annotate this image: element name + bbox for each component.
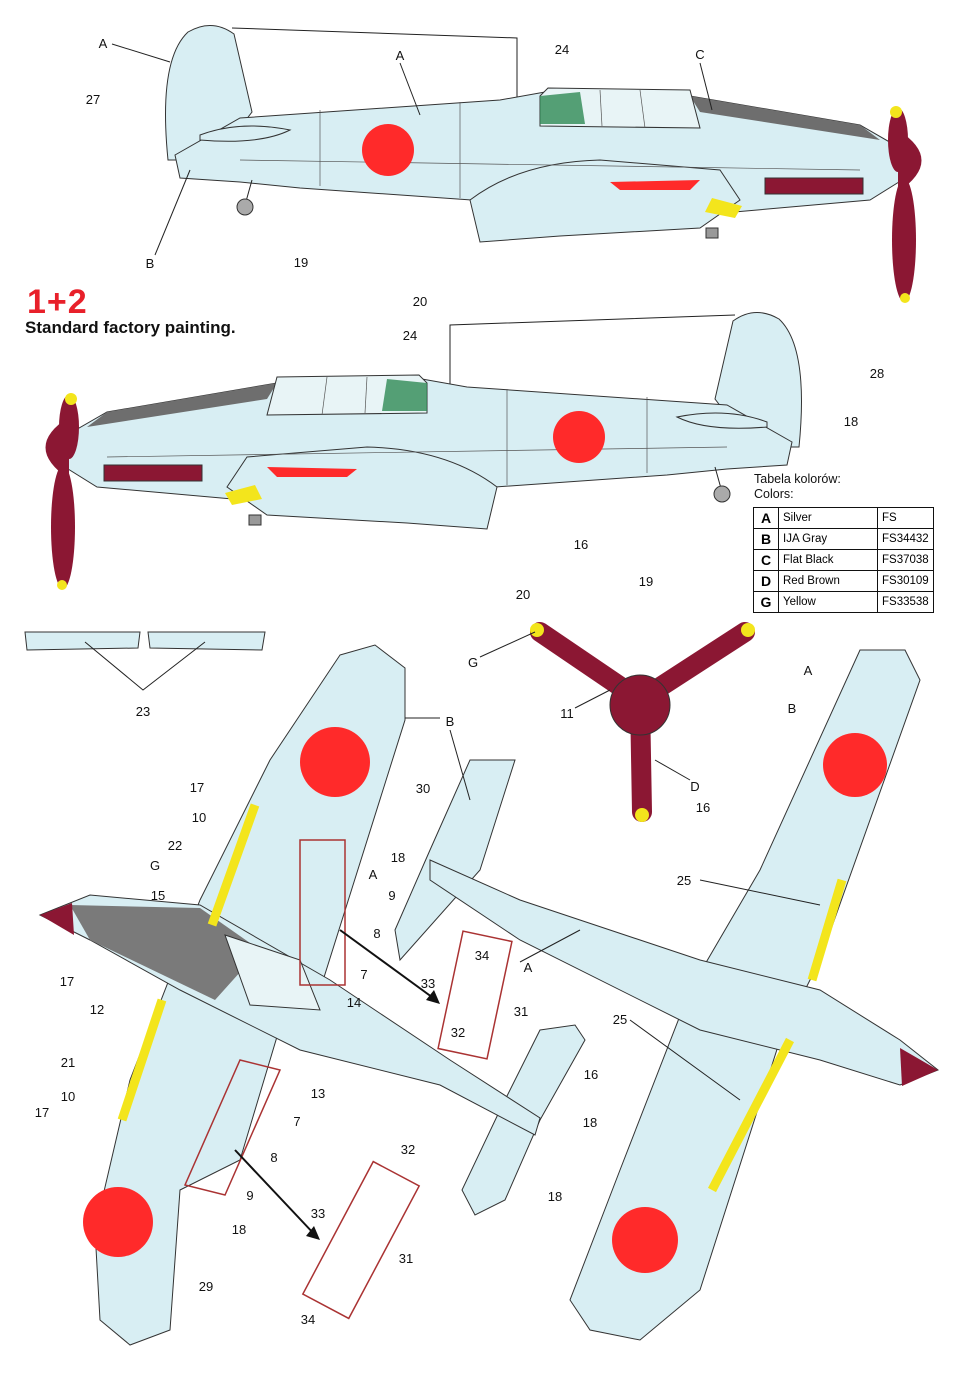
- color-name: Yellow: [778, 591, 878, 613]
- callout-label: A: [369, 867, 378, 882]
- callout-label: 24: [403, 328, 417, 343]
- callout-label: 22: [168, 838, 182, 853]
- callout-label: D: [690, 779, 699, 794]
- callout-label: 17: [190, 780, 204, 795]
- callout-label: 18: [232, 1222, 246, 1237]
- color-code: C: [753, 549, 779, 571]
- callout-label: 31: [399, 1251, 413, 1266]
- bottom-view-lower: [394, 649, 939, 1341]
- callout-label: 17: [60, 974, 74, 989]
- callout-label: B: [146, 256, 155, 271]
- scheme-number: 1+2: [27, 283, 88, 321]
- callout-label: 14: [347, 995, 361, 1010]
- callout-label: 16: [574, 537, 588, 552]
- callout-label: 18: [844, 414, 858, 429]
- callout-label: 28: [870, 366, 884, 381]
- callout-label: 7: [293, 1114, 300, 1129]
- callout-label: 30: [416, 781, 430, 796]
- callout-label: A: [396, 48, 405, 63]
- side-view-starboard: [165, 24, 922, 304]
- callout-label: G: [150, 858, 160, 873]
- propeller-front-view: [530, 622, 755, 822]
- callout-label: 10: [61, 1089, 75, 1104]
- callout-label: 13: [311, 1086, 325, 1101]
- callout-label: A: [99, 36, 108, 51]
- color-code: D: [753, 570, 779, 592]
- placement-markers: [234, 929, 513, 1320]
- callout-label: 12: [90, 1002, 104, 1017]
- callout-label: B: [446, 714, 455, 729]
- leader-lines: [111, 43, 821, 1101]
- callout-label: 15: [151, 888, 165, 903]
- callout-label: 29: [199, 1279, 213, 1294]
- callout-label: 25: [677, 873, 691, 888]
- callout-label: 9: [388, 888, 395, 903]
- callout-label: 32: [401, 1142, 415, 1157]
- callout-label: 17: [35, 1105, 49, 1120]
- color-name: Red Brown: [778, 570, 878, 592]
- callout-label: 19: [294, 255, 308, 270]
- callout-label: 34: [301, 1312, 315, 1327]
- callout-label: 18: [583, 1115, 597, 1130]
- callout-label: 7: [360, 967, 367, 982]
- color-code: B: [753, 528, 779, 550]
- legend-title-polish: Tabela kolorów:: [754, 472, 841, 486]
- top-view-upper: [38, 644, 586, 1346]
- callout-label: 23: [136, 704, 150, 719]
- fs-number: FS: [877, 507, 934, 529]
- callout-label: 11: [560, 706, 574, 721]
- callout-label: 33: [311, 1206, 325, 1221]
- callout-label: 19: [639, 574, 653, 589]
- side-view-port: [45, 311, 802, 591]
- fs-number: FS30109: [877, 570, 934, 592]
- callout-label: 8: [270, 1150, 277, 1165]
- callout-label: 8: [373, 926, 380, 941]
- color-code: G: [753, 591, 779, 613]
- drop-tank-stencils: [24, 631, 266, 691]
- callout-label: 16: [584, 1067, 598, 1082]
- color-legend-heading: Tabela kolorów: Colors:: [754, 472, 841, 502]
- callout-label: 10: [192, 810, 206, 825]
- legend-title-english: Colors:: [754, 487, 794, 501]
- color-name: Flat Black: [778, 549, 878, 571]
- fs-number: FS33538: [877, 591, 934, 613]
- scheme-subtitle: Standard factory painting.: [25, 318, 236, 337]
- callout-label: 27: [86, 92, 100, 107]
- callout-label: 18: [548, 1189, 562, 1204]
- callout-label: A: [804, 663, 813, 678]
- callout-label: 16: [696, 800, 710, 815]
- callout-label: 20: [516, 587, 530, 602]
- color-name: IJA Gray: [778, 528, 878, 550]
- callout-label: 21: [61, 1055, 75, 1070]
- callout-label: B: [788, 701, 797, 716]
- callout-label: 25: [613, 1012, 627, 1027]
- callout-label: 20: [413, 294, 427, 309]
- callout-label: 33: [421, 976, 435, 991]
- callout-label: C: [695, 47, 704, 62]
- callout-label: A: [524, 960, 533, 975]
- callout-label: 32: [451, 1025, 465, 1040]
- callout-label: 31: [514, 1004, 528, 1019]
- color-name: Silver: [778, 507, 878, 529]
- callout-label: 18: [391, 850, 405, 865]
- color-code: A: [753, 507, 779, 529]
- fs-number: FS34432: [877, 528, 934, 550]
- callout-label: 24: [555, 42, 569, 57]
- callout-label: G: [468, 655, 478, 670]
- callout-label: 34: [475, 948, 489, 963]
- fs-number: FS37038: [877, 549, 934, 571]
- callout-label: 9: [246, 1188, 253, 1203]
